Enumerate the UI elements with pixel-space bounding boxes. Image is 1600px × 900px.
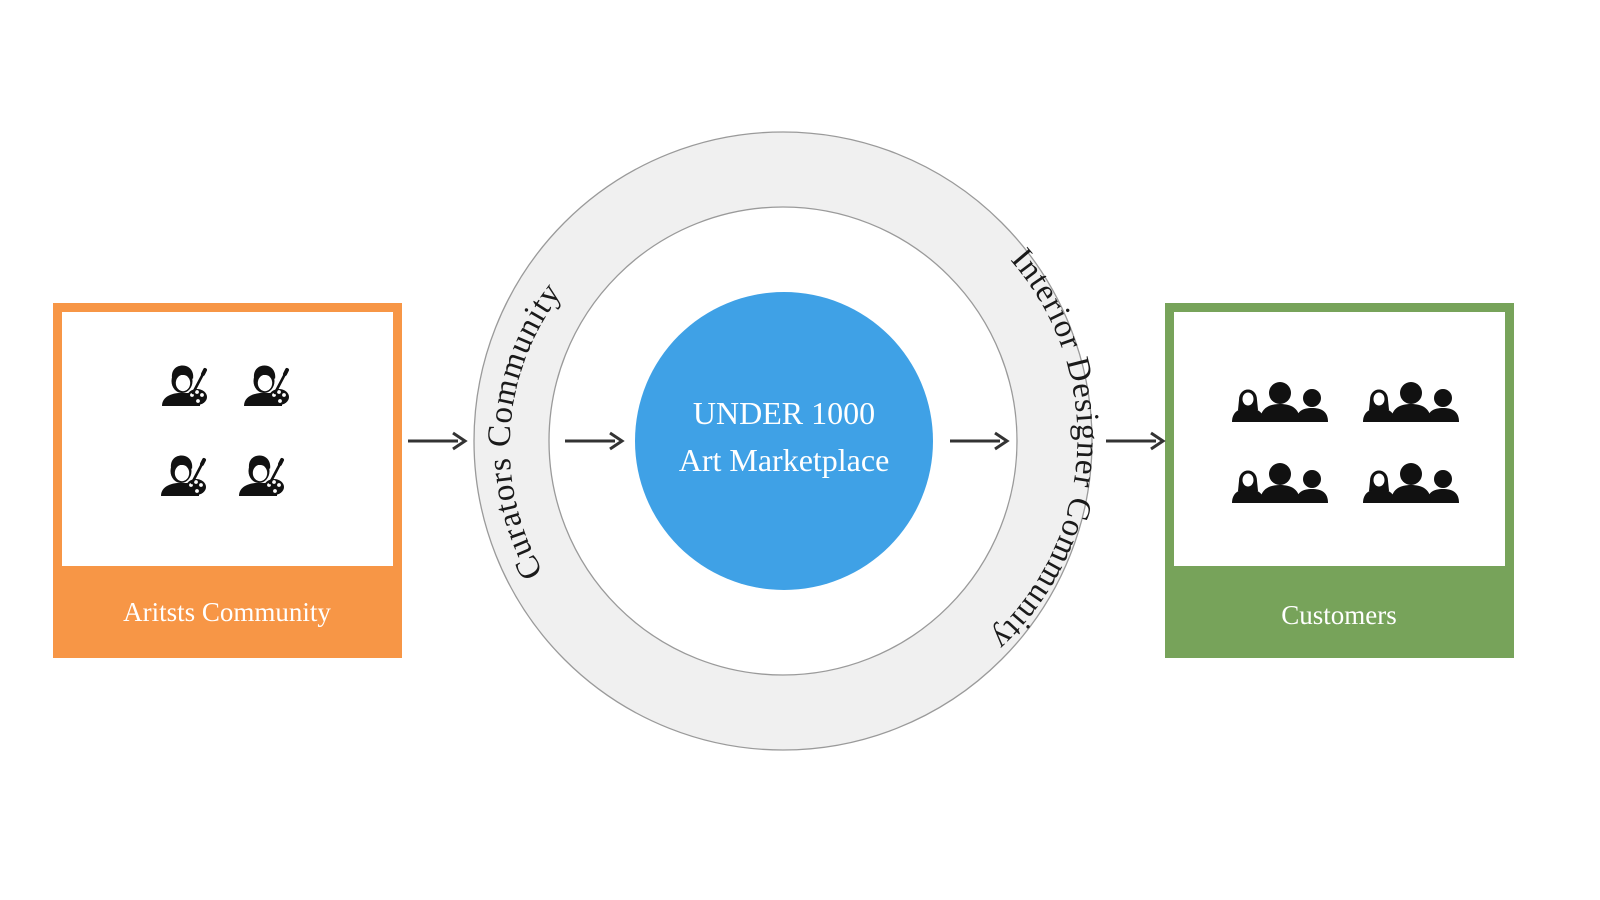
customers-box: Customers (1165, 303, 1514, 658)
center-title-line1: UNDER 1000 (693, 395, 875, 431)
customers-label: Customers (1281, 600, 1397, 630)
right-arrow-icon (1104, 431, 1165, 451)
customers-box-panel (1174, 312, 1505, 566)
center-circle (635, 292, 933, 590)
marketplace-center: UNDER 1000 Art Marketplace (635, 292, 933, 590)
artists-community-box: Aritsts Community (53, 303, 402, 658)
artists-community-label: Aritsts Community (123, 597, 331, 627)
ring-outer-edge (473, 131, 1093, 751)
ring-band (474, 132, 1092, 750)
center-title-line2: Art Marketplace (679, 442, 890, 478)
artists-box-panel (62, 312, 393, 566)
right-arrow-icon (406, 431, 467, 451)
